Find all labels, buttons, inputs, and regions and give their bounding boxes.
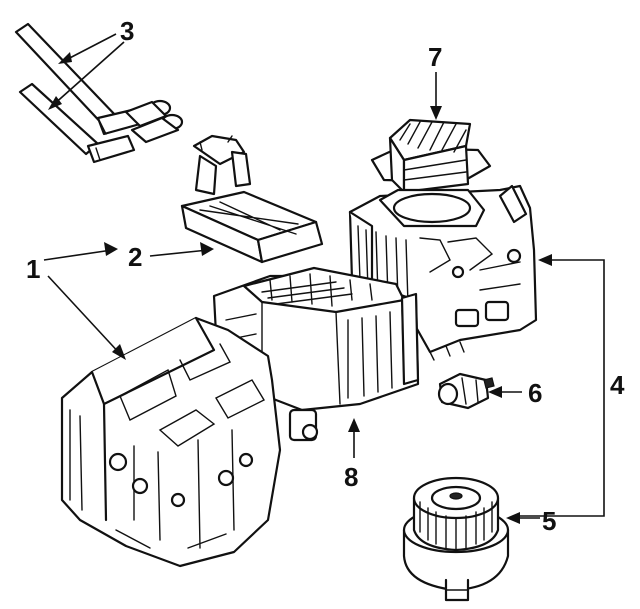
callout-6: 6 (528, 378, 542, 408)
callout-4: 4 (610, 370, 625, 400)
part-1-heater-case (60, 316, 282, 568)
callout-5: 5 (542, 506, 556, 536)
callout-labels: 3 2 1 7 4 6 5 8 (26, 16, 625, 536)
part-5-blower-motor (402, 476, 510, 602)
callout-7: 7 (428, 42, 442, 72)
part-6-resistor (437, 372, 495, 410)
part-7-filter (370, 118, 492, 194)
leader-lines (43, 33, 605, 524)
callout-2: 2 (128, 242, 142, 272)
callout-3: 3 (120, 16, 134, 46)
callout-8: 8 (344, 462, 358, 492)
part-3-heater-hoses (14, 22, 184, 164)
callout-1: 1 (26, 254, 40, 284)
part-2-heater-core (180, 134, 324, 264)
